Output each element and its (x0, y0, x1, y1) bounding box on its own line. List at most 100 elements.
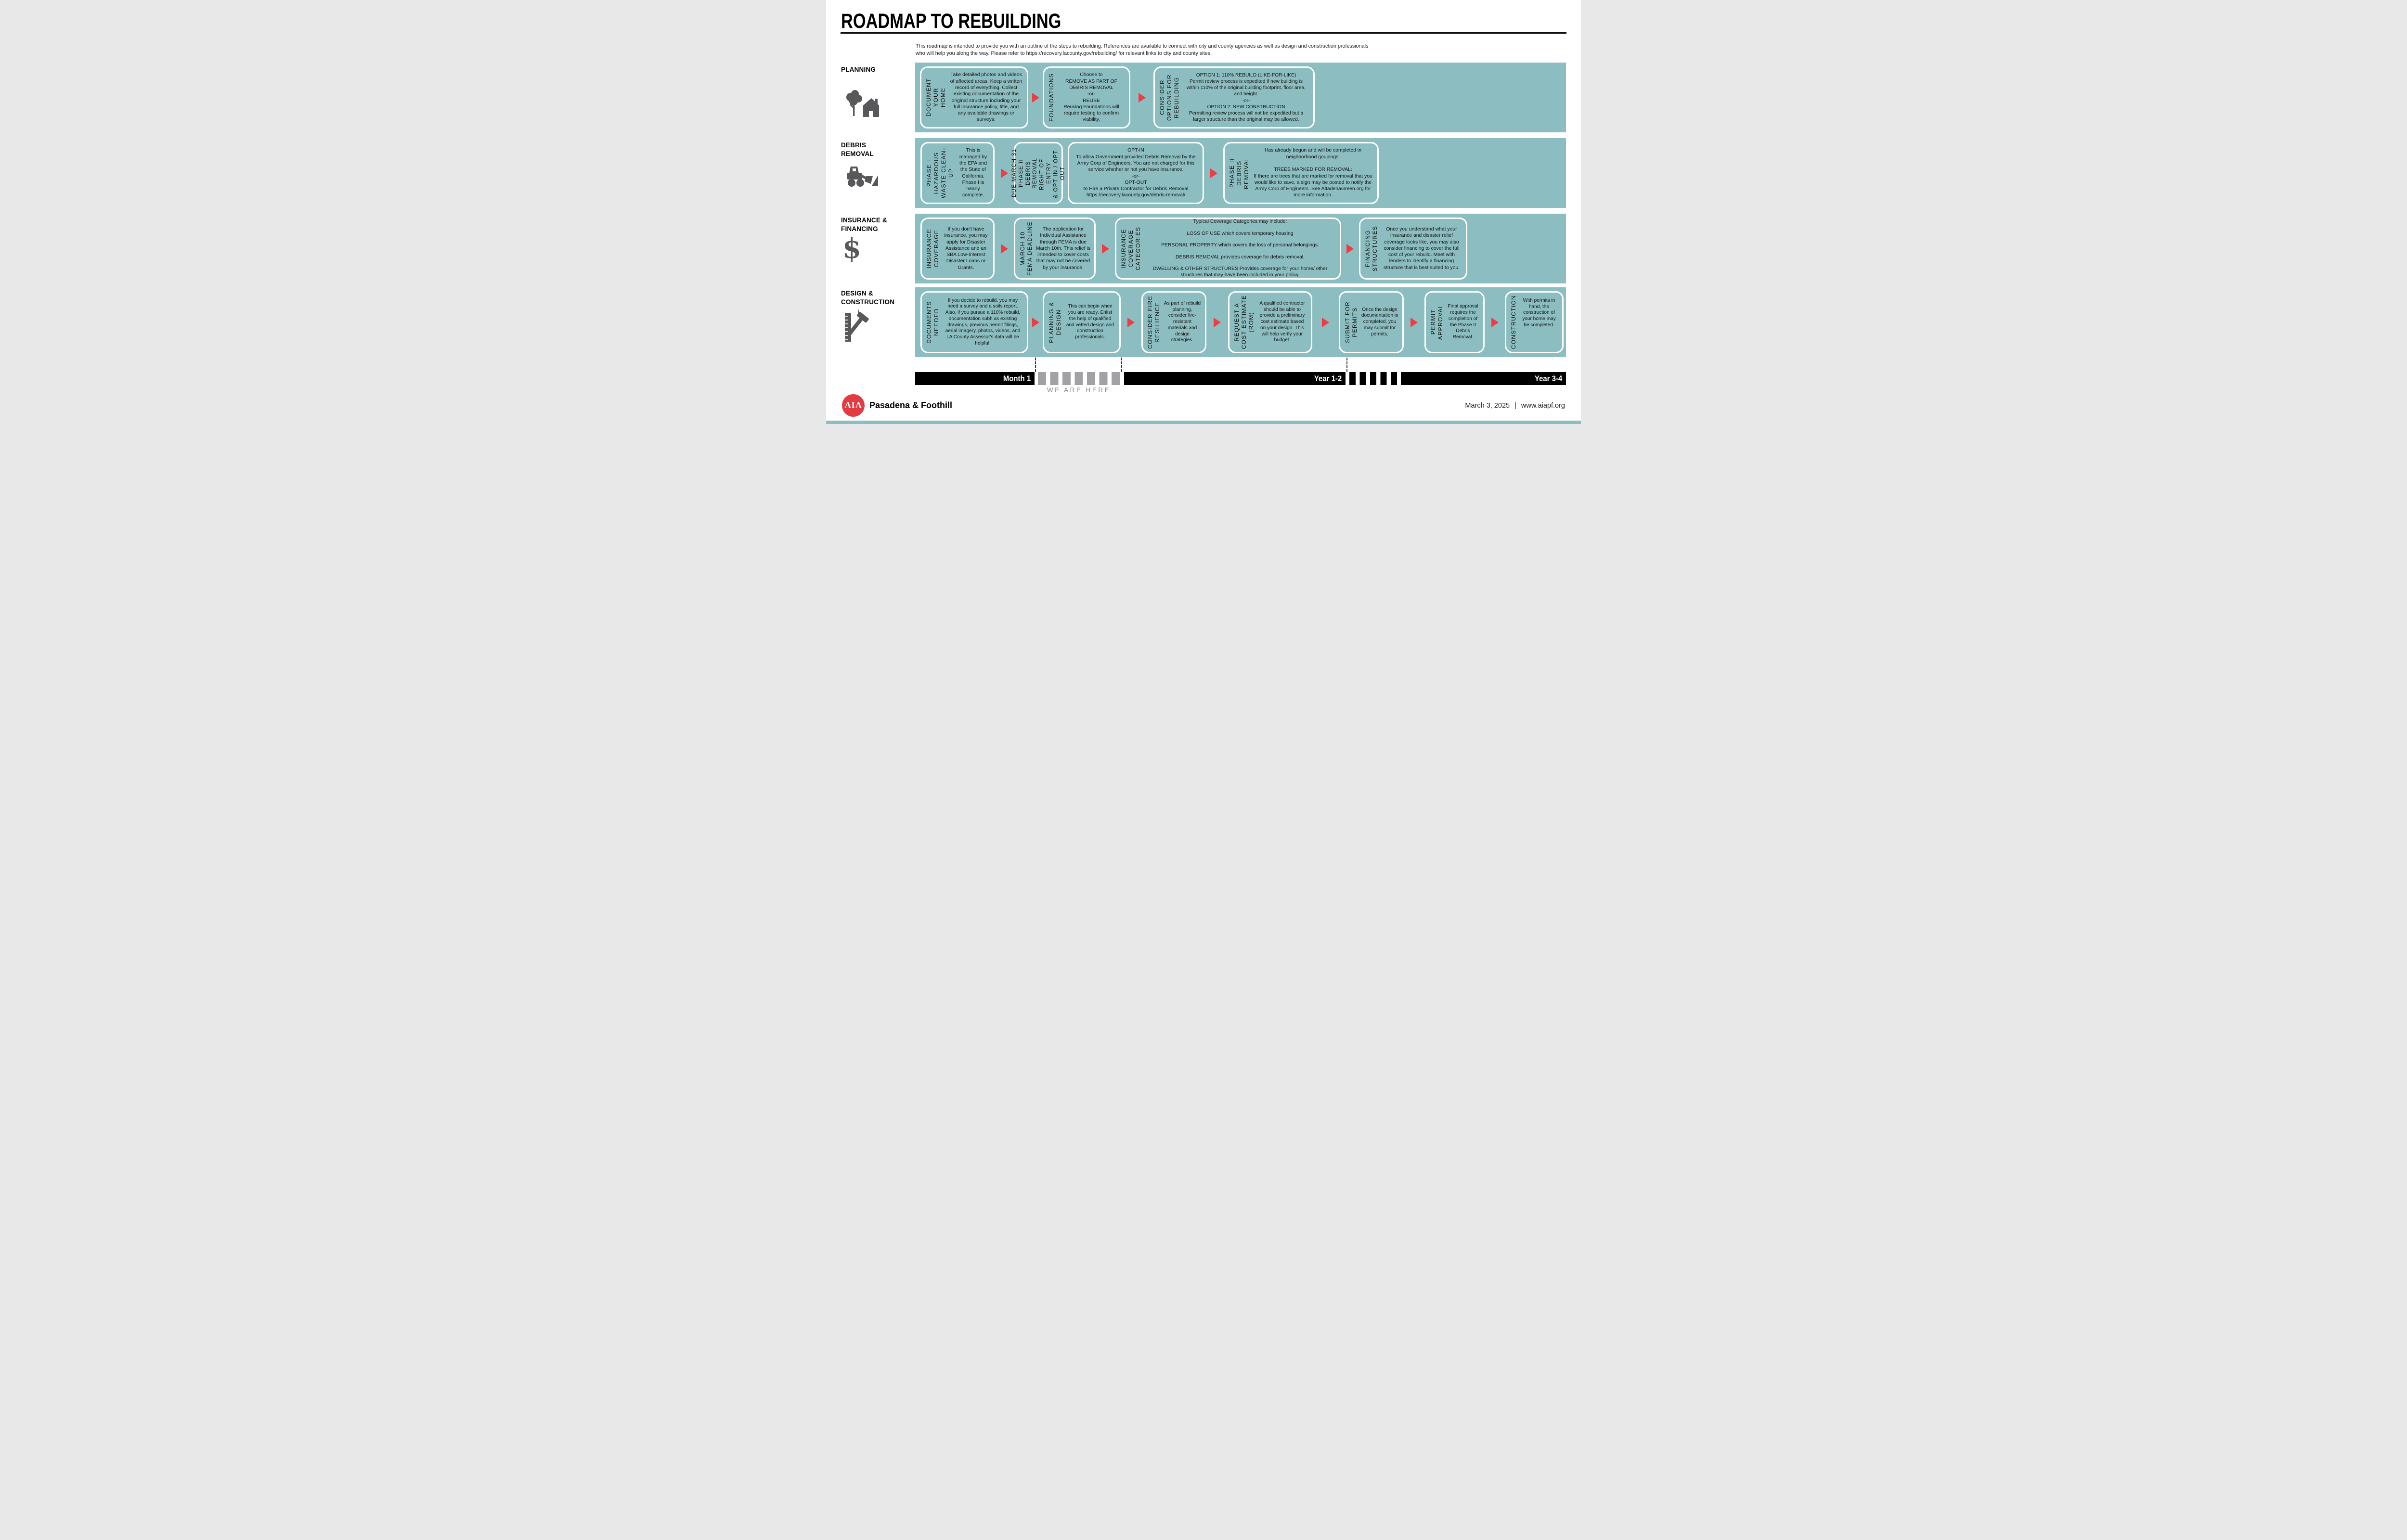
timeline-label: Month 1 (1003, 373, 1031, 383)
organization-name: Pasadena & Foothill (869, 400, 953, 410)
box-vertical-label: PERMIT APPROVAL (1430, 304, 1444, 340)
foundations-box: FOUNDATIONS Choose to REMOVE AS PART OF … (1043, 66, 1130, 128)
phase2-debris-removal-box: PHASE II DEBRIS REMOVAL Has already begu… (1223, 142, 1379, 204)
insurance-coverage-categories-box: INSURANCE COVERAGE CATEGORIES Typical Co… (1115, 218, 1341, 280)
debris-removal-row: PHASE I HAZARDOUS WASTE CLEAN-UP This is… (915, 138, 1566, 208)
red-arrow-icon (1322, 317, 1329, 327)
submit-for-permits-box: SUBMIT FOR PERMITS Once the design docum… (1339, 291, 1404, 353)
red-arrow-icon (1000, 168, 1008, 178)
box-body-text: With permits in hand, the construction o… (1522, 298, 1556, 328)
timeline-dashed-connector (1035, 358, 1036, 372)
front-loader-icon (843, 162, 878, 190)
sidebar-label-design-construction: DESIGN & CONSTRUCTION (841, 290, 895, 306)
box-body-text: OPTION 1: 110% REBUILD (LIKE-FOR-LIKE) P… (1186, 73, 1306, 122)
box-vertical-label: FINANCING STRUCTURES (1364, 225, 1378, 271)
box-body-text: OPT-IN To allow Government provided Debr… (1076, 148, 1196, 198)
intro-paragraph: This roadmap is intended to provide you … (916, 43, 1369, 56)
box-vertical-label: FOUNDATIONS (1048, 73, 1055, 122)
timeline-gap (1397, 372, 1401, 385)
box-body-text: Final approval requires the completion o… (1448, 304, 1478, 340)
fema-deadline-box: MARCH 10 FEMA DEADLINE The application f… (1014, 218, 1096, 280)
red-arrow-icon (1101, 244, 1109, 254)
box-vertical-label: MARCH 10 FEMA DEADLINE (1019, 221, 1033, 276)
red-arrow-icon (1000, 244, 1008, 254)
box-body-text: This is managed by the EPA and the State… (959, 148, 987, 198)
request-cost-estimate-box: REQUEST A COST ESTIMATE (ROM) A qualifie… (1228, 291, 1312, 353)
box-vertical-label: SUBMIT FOR PERMITS (1344, 301, 1358, 343)
box-body-text: Once the design documentation is complet… (1361, 307, 1398, 337)
aia-logo-text: AIA (844, 400, 862, 411)
arrow-container (1028, 63, 1043, 132)
document-your-home-box: DOCUMENT YOUR HOME Take detailed photos … (920, 66, 1028, 128)
box-body-text: If you decide to rebuild, you may need a… (945, 297, 1021, 346)
timeline-segment-year3-4: Year 3-4 (1401, 372, 1566, 385)
footer-date: March 3, 2025 (1465, 402, 1510, 410)
arrow-container (1404, 287, 1424, 357)
dollar-icon: $ (842, 233, 861, 265)
box-body-text: If you don't have insurance, you may app… (944, 226, 988, 270)
footer-date-url: March 3, 2025 | www.aiapf.org (1463, 402, 1566, 410)
timeline-label: Year 1-2 (1314, 373, 1342, 383)
arrow-container (1096, 214, 1115, 283)
aia-logo: AIA (842, 394, 865, 417)
box-body-text: The application for Individual Assistanc… (1036, 226, 1090, 270)
construction-box: CONSTRUCTION With permits in hand, the c… (1505, 291, 1564, 353)
timeline-bar: Month 1 Year 1-2 Year 3-4 (915, 372, 1566, 385)
arrow-container (995, 214, 1014, 283)
box-vertical-label: REQUEST A COST ESTIMATE (ROM) (1233, 295, 1255, 349)
timeline-segment-year1-2: Year 1-2 (1124, 372, 1346, 385)
sidebar-label-insurance-financing: INSURANCE & FINANCING (841, 217, 887, 232)
box-body-text: Typical Coverage Categories may include:… (1152, 219, 1328, 278)
box-vertical-label: CONSTRUCTION (1510, 295, 1517, 349)
arrow-container (1485, 287, 1505, 357)
timeline-label: Year 3-4 (1534, 373, 1562, 383)
design-construction-row: DOCUMENTS NEEDED If you decide to rebuil… (915, 287, 1566, 357)
box-vertical-label: INSURANCE COVERAGE (926, 229, 940, 269)
red-arrow-icon (1127, 317, 1135, 327)
arrow-container (1206, 287, 1228, 357)
insurance-coverage-box: INSURANCE COVERAGE If you don't have ins… (920, 218, 995, 280)
timeline-gray-stripes (1038, 372, 1120, 385)
financing-structures-box: FINANCING STRUCTURES Once you understand… (1359, 218, 1467, 280)
planning-design-box: PLANNING & DESIGN This can begin when yo… (1043, 291, 1121, 353)
red-arrow-icon (1411, 317, 1418, 327)
box-vertical-label: CONSIDER OPTIONS FOR REBUILDING (1159, 74, 1180, 121)
consider-options-box: CONSIDER OPTIONS FOR REBUILDING OPTION 1… (1153, 66, 1315, 128)
box-vertical-label: INSURANCE COVERAGE CATEGORIES (1120, 227, 1141, 270)
red-arrow-icon (1346, 244, 1354, 254)
tree-and-house-icon (843, 88, 879, 121)
footer-url: www.aiapf.org (1521, 402, 1565, 410)
insurance-financing-row: INSURANCE COVERAGE If you don't have ins… (915, 214, 1566, 283)
bottom-teal-bar (826, 421, 1581, 424)
box-body-text: Take detailed photos and videos of affec… (950, 72, 1022, 123)
box-body-text: Once you understand what your insurance … (1383, 226, 1460, 270)
opt-in-opt-out-box: OPT-IN To allow Government provided Debr… (1068, 142, 1204, 204)
box-body-text: This can begin when you are ready. Enlis… (1066, 304, 1114, 340)
red-arrow-icon (1032, 317, 1039, 327)
arrow-container (1130, 63, 1153, 132)
box-vertical-label: DOCUMENTS NEEDED (926, 300, 940, 344)
timeline-dashed-connector (1121, 358, 1122, 372)
box-vertical-label: CONSIDER FIRE RESILIENCE (1147, 295, 1161, 349)
due-march-31-box: DUE MARCH 31 PHASE II DEBRIS REMOVAL RIG… (1011, 142, 1065, 204)
red-arrow-icon (1032, 92, 1039, 103)
box-vertical-label: DOCUMENT YOUR HOME (925, 78, 946, 117)
title-underline (841, 32, 1566, 34)
arrow-container (1121, 287, 1141, 357)
timeline-segment-month1: Month 1 (915, 372, 1035, 385)
arrow-container (995, 138, 1014, 208)
red-arrow-icon (1138, 92, 1146, 103)
box-body-text: A qualified contractor should be able to… (1259, 301, 1305, 343)
arrow-container (1204, 138, 1223, 208)
red-arrow-icon (1214, 317, 1221, 327)
timeline-gap (1035, 372, 1038, 385)
box-body-text: Has already begun and will be completed … (1254, 148, 1372, 198)
arrow-container (1312, 287, 1339, 357)
documents-needed-box: DOCUMENTS NEEDED If you decide to rebuil… (920, 291, 1028, 353)
timeline-gap (1120, 372, 1124, 385)
box-vertical-label: PLANNING & DESIGN (1048, 301, 1062, 343)
phase1-hazardous-waste-box: PHASE I HAZARDOUS WASTE CLEAN-UP This is… (920, 142, 995, 204)
planning-row: DOCUMENT YOUR HOME Take detailed photos … (915, 63, 1566, 132)
timeline-dashed-connector (1346, 358, 1347, 372)
roadmap-poster: ROADMAP TO REBUILDING This roadmap is in… (826, 0, 1581, 424)
